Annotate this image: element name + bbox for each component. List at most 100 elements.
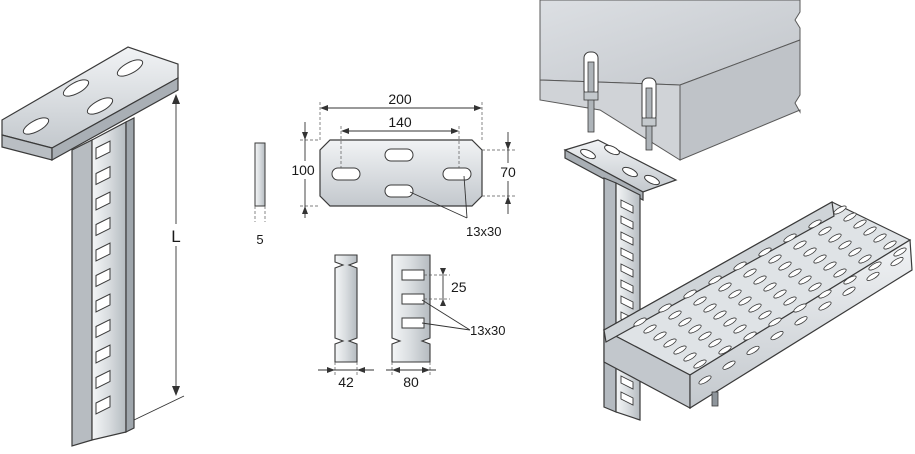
profile-slot (95, 293, 111, 313)
label-bg (290, 161, 318, 179)
arrow-head (320, 105, 328, 111)
bracket-profile-side (71, 139, 93, 447)
tray-hole (848, 247, 862, 257)
profile-slot (620, 375, 634, 390)
thickness-label: 5 (256, 232, 263, 247)
profile-slot (401, 269, 425, 281)
profile-slot (620, 263, 634, 278)
profile-slot (620, 247, 634, 262)
slot-leader-line (421, 299, 471, 331)
arrow-head (392, 367, 400, 373)
tray-hole (843, 275, 857, 285)
tray-hole (768, 254, 782, 264)
arrow-head (327, 367, 335, 373)
slot-leader-line (409, 191, 468, 219)
plate-slot (62, 79, 90, 97)
tray-hole (863, 226, 877, 236)
arrow-head (474, 105, 482, 111)
tray-hole (693, 359, 707, 369)
tray-hole (703, 303, 717, 313)
tray-hole (818, 289, 832, 299)
tray-hole (713, 310, 727, 320)
profile-side-view: 42 (318, 254, 374, 390)
plate-height-label: 100 (291, 162, 315, 178)
tray-wall-hole (890, 257, 904, 267)
anchor-bolts (583, 51, 657, 151)
tray-hole (778, 261, 792, 271)
tray-hole (653, 331, 667, 341)
plate-front-view: 200 140 100 70 13x30 (290, 91, 523, 239)
tray-hole (753, 275, 767, 285)
profile-slot (401, 293, 425, 305)
profile-slot (620, 215, 634, 230)
plate-slot (644, 174, 660, 186)
tray-wall-hole (698, 375, 712, 385)
tray-hole (828, 233, 842, 243)
profile-slot (401, 317, 425, 329)
tray-hole (873, 233, 887, 243)
profile-slot (95, 267, 111, 288)
tray-hole (818, 226, 832, 236)
anchor-nut (641, 117, 657, 127)
arrow-head (172, 94, 180, 104)
plate-outline (319, 139, 483, 207)
tray-wall-hole (794, 316, 808, 326)
arrow-head (440, 268, 446, 275)
arrow-head (422, 367, 430, 373)
profile-slot (95, 344, 111, 364)
profile-slot (95, 191, 111, 211)
plate-slot (331, 167, 361, 181)
label-bg (495, 163, 523, 181)
bracket-plate-slots (22, 59, 144, 135)
tray-wall-hole (746, 345, 760, 355)
profile-slot (95, 242, 111, 262)
tray-hole (743, 331, 757, 341)
tray-hole (738, 296, 752, 306)
tray-hole (658, 303, 672, 313)
profile-slot (620, 199, 634, 214)
length-extension-line (133, 395, 185, 421)
tray-hole (813, 254, 827, 264)
plate-slot (384, 184, 414, 198)
arrow-head (505, 196, 511, 204)
tray-hole (708, 275, 722, 285)
support-profile-side (603, 177, 617, 413)
tray-hole (793, 240, 807, 250)
profile-slot (95, 318, 111, 339)
profile-front-view: 25 13x30 80 (386, 254, 505, 390)
profile-slot (620, 295, 634, 310)
tray-hole (808, 219, 822, 229)
profile-slot (620, 279, 634, 294)
profile-slot-size-label: 13x30 (470, 323, 505, 338)
anchor-nut (583, 91, 599, 101)
tray-hole (783, 296, 797, 306)
tray-hole (683, 289, 697, 299)
tray-perforations (633, 205, 907, 385)
profile-slots (401, 269, 425, 329)
profile-slot (95, 369, 111, 390)
plate-slot (22, 117, 50, 135)
tray-bolt (711, 391, 719, 407)
plate-slot-size-label: 13x30 (466, 224, 501, 239)
tray-hole (668, 310, 682, 320)
plate-edge-view (254, 142, 266, 207)
tray-hole (853, 219, 867, 229)
plate-thickness-view: 5 (254, 142, 266, 247)
tray-hole (643, 324, 657, 334)
length-label: L (171, 227, 180, 246)
tray-hole (683, 352, 697, 362)
cable-tray (602, 201, 913, 410)
label-bg (166, 224, 186, 246)
hole-spacing-label: 140 (388, 114, 412, 130)
slot-leader-line (421, 322, 471, 331)
tray-hole (708, 338, 722, 348)
tray-hole (733, 324, 747, 334)
slot-leader-line (463, 175, 468, 219)
plate-slot (622, 166, 638, 178)
tray-hole (693, 296, 707, 306)
tray-hole (788, 268, 802, 278)
profile-depth-label: 42 (338, 374, 354, 390)
profile-slot (95, 395, 111, 415)
